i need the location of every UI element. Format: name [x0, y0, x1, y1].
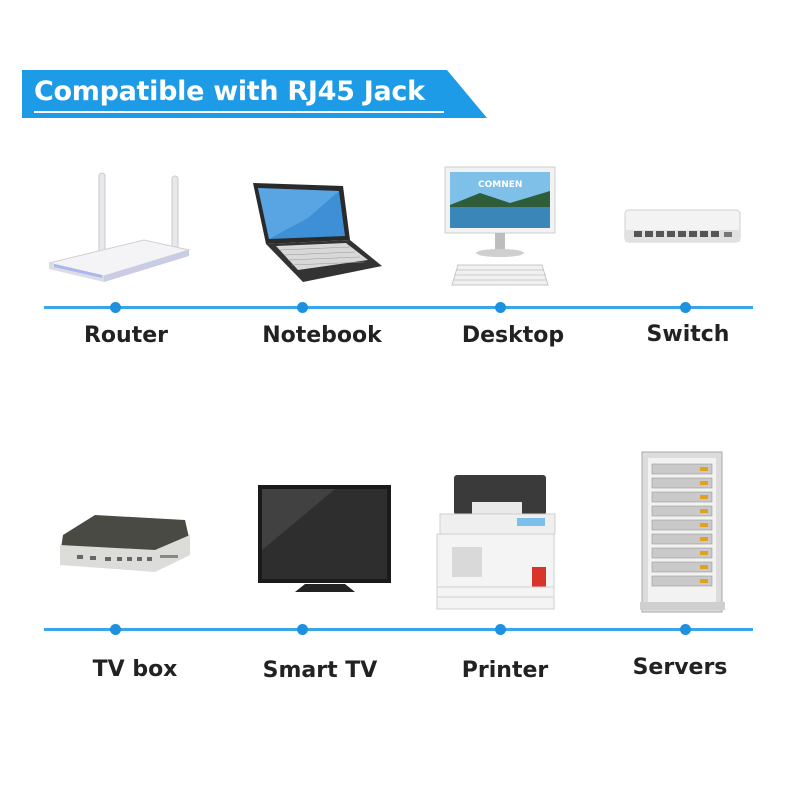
tv-box-icon: [60, 515, 190, 572]
timeline-dot: [495, 624, 506, 635]
label-notebook: Notebook: [262, 323, 382, 348]
router-icon: [48, 172, 191, 282]
desktop-icon: COMNEN: [444, 166, 556, 286]
switch-icon: [624, 209, 741, 243]
label-smart-tv: Smart TV: [262, 658, 378, 683]
timeline-dot: [297, 302, 308, 313]
label-router: Router: [83, 323, 168, 348]
servers-icon: [640, 451, 725, 613]
timeline-dot: [110, 302, 121, 313]
label-printer: Printer: [461, 658, 549, 683]
timeline-dot: [495, 302, 506, 313]
timeline-dot: [297, 624, 308, 635]
title-banner: Compatible with RJ45 Jack: [22, 70, 487, 118]
label-servers: Servers: [632, 655, 728, 680]
banner-underline: [34, 111, 444, 113]
printer-icon: [436, 475, 556, 610]
banner-title: Compatible with RJ45 Jack: [34, 76, 425, 107]
timeline-row1: [44, 306, 753, 309]
timeline-row2: [44, 628, 753, 631]
timeline-dot: [680, 624, 691, 635]
smart-tv-icon: [258, 485, 391, 592]
label-desktop: Desktop: [461, 323, 565, 348]
timeline-dot: [680, 302, 691, 313]
banner-shape: [22, 70, 487, 118]
notebook-icon: [253, 183, 382, 282]
label-tv-box: TV box: [92, 657, 178, 682]
label-switch: Switch: [646, 322, 730, 347]
timeline-dot: [110, 624, 121, 635]
desktop-brand-text: COMNEN: [478, 180, 522, 190]
